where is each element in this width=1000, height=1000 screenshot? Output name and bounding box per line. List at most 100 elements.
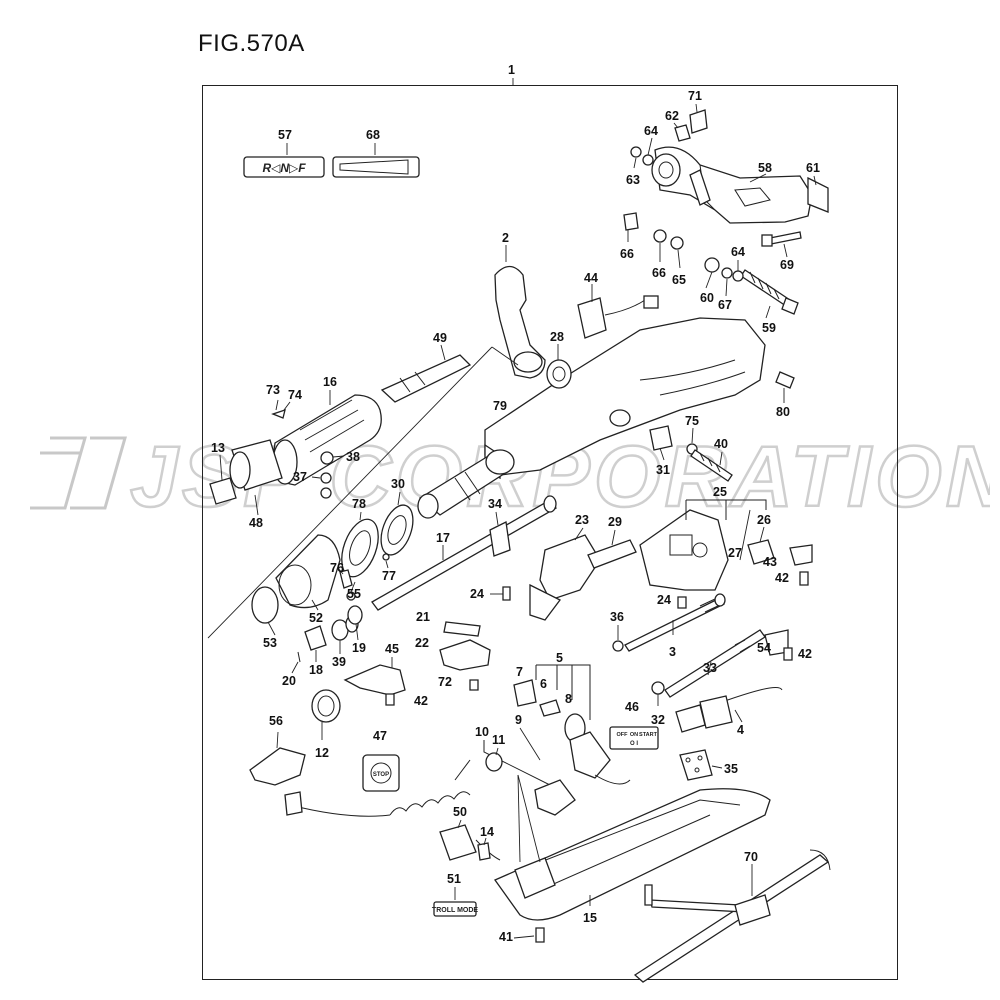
switch-7 [513, 679, 537, 707]
callout-42b: 42 [798, 647, 812, 661]
pin-77 [382, 553, 390, 561]
wire-harness-4 [675, 687, 783, 733]
callout-80: 80 [776, 405, 790, 419]
callout-30: 30 [391, 477, 405, 491]
callout-49: 49 [433, 331, 447, 345]
screw-37 [320, 472, 332, 484]
callout-59: 59 [762, 321, 776, 335]
svg-text:R◁N▷F: R◁N▷F [262, 161, 306, 175]
bracket-line-5 [536, 664, 591, 720]
callout-46: 46 [625, 700, 639, 714]
callout-48: 48 [249, 516, 263, 530]
callout-13: 13 [211, 441, 225, 455]
callout-79: 79 [493, 399, 507, 413]
cable-3 [624, 593, 726, 652]
washer-37b [320, 487, 332, 499]
svg-text:TROLL MODE: TROLL MODE [432, 907, 478, 914]
base-plate-15 [494, 788, 771, 921]
callout-78: 78 [352, 497, 366, 511]
callout-1: 1 [508, 63, 515, 77]
shift-lever [494, 265, 546, 379]
callout-50: 50 [453, 805, 467, 819]
callout-67: 67 [718, 298, 732, 312]
callout-69: 69 [780, 258, 794, 272]
switch-plate-46: OFF ON START O I [609, 726, 659, 750]
callout-66a: 66 [620, 247, 634, 261]
throttle-grip [271, 394, 382, 486]
callout-64b: 64 [731, 245, 745, 259]
screw-73 [271, 409, 286, 419]
bolt-24b [677, 596, 687, 609]
lever-22 [439, 639, 491, 671]
callout-72: 72 [438, 675, 452, 689]
callout-47: 47 [373, 729, 387, 743]
callout-17: 17 [436, 531, 450, 545]
switch-harness-9 [569, 731, 631, 785]
washers-upper [623, 109, 744, 282]
svg-text:OFF: OFF [617, 732, 629, 738]
clip-56 [249, 747, 306, 786]
callout-16: 16 [323, 375, 337, 389]
bolt-69 [761, 231, 802, 247]
callout-76: 76 [330, 561, 344, 575]
callout-2: 2 [502, 231, 509, 245]
bolt-42c [385, 693, 395, 706]
callout-61: 61 [806, 161, 820, 175]
callout-42a: 42 [775, 571, 789, 585]
mounting-bracket [651, 146, 813, 224]
washer-38 [320, 451, 334, 465]
ring-30 [380, 504, 414, 556]
bolt-42a [799, 571, 809, 586]
callout-36: 36 [610, 610, 624, 624]
callout-54: 54 [757, 641, 771, 655]
callout-18: 18 [309, 663, 323, 677]
kill-switch-assy [534, 779, 576, 816]
bolt-59 [740, 269, 799, 315]
callout-57: 57 [278, 128, 292, 142]
bolt-41 [535, 927, 545, 943]
bushing-19 [347, 605, 363, 625]
knob-12 [311, 689, 341, 723]
grip-end-48 [229, 439, 283, 491]
callout-33: 33 [703, 661, 717, 675]
callout-24a: 24 [470, 587, 484, 601]
callout-68: 68 [366, 128, 380, 142]
callout-4: 4 [737, 723, 744, 737]
diagram-frame [202, 85, 898, 980]
callout-45: 45 [385, 642, 399, 656]
callout-51: 51 [447, 872, 461, 886]
callout-64a: 64 [644, 124, 658, 138]
callout-7: 7 [516, 665, 523, 679]
callout-23: 23 [575, 513, 589, 527]
bracket-43 [789, 544, 813, 566]
callout-31: 31 [656, 463, 670, 477]
callout-77: 77 [382, 569, 396, 583]
callout-66b: 66 [652, 266, 666, 280]
lanyard-coil [284, 759, 471, 817]
bolt-24a [502, 586, 511, 601]
shift-decal: R◁N▷F [243, 156, 325, 178]
grommet-31 [649, 425, 673, 451]
callout-22: 22 [415, 636, 429, 650]
callout-58: 58 [758, 161, 772, 175]
callout-19: 19 [352, 641, 366, 655]
callout-39: 39 [332, 655, 346, 669]
callout-53: 53 [263, 636, 277, 650]
callout-44: 44 [584, 271, 598, 285]
callout-40: 40 [714, 437, 728, 451]
control-box-25 [639, 509, 729, 591]
callout-10: 10 [475, 725, 489, 739]
callout-56: 56 [269, 714, 283, 728]
plate-26 [747, 539, 775, 565]
pin-20 [297, 651, 301, 663]
svg-text:O I: O I [630, 741, 638, 747]
throttle-shaft [417, 449, 515, 519]
callout-12: 12 [315, 746, 329, 760]
callout-28: 28 [550, 330, 564, 344]
direction-decal [332, 156, 420, 178]
callout-65: 65 [672, 273, 686, 287]
callout-29: 29 [608, 515, 622, 529]
callout-71: 71 [688, 89, 702, 103]
figure-title: FIG.570A [198, 30, 305, 57]
